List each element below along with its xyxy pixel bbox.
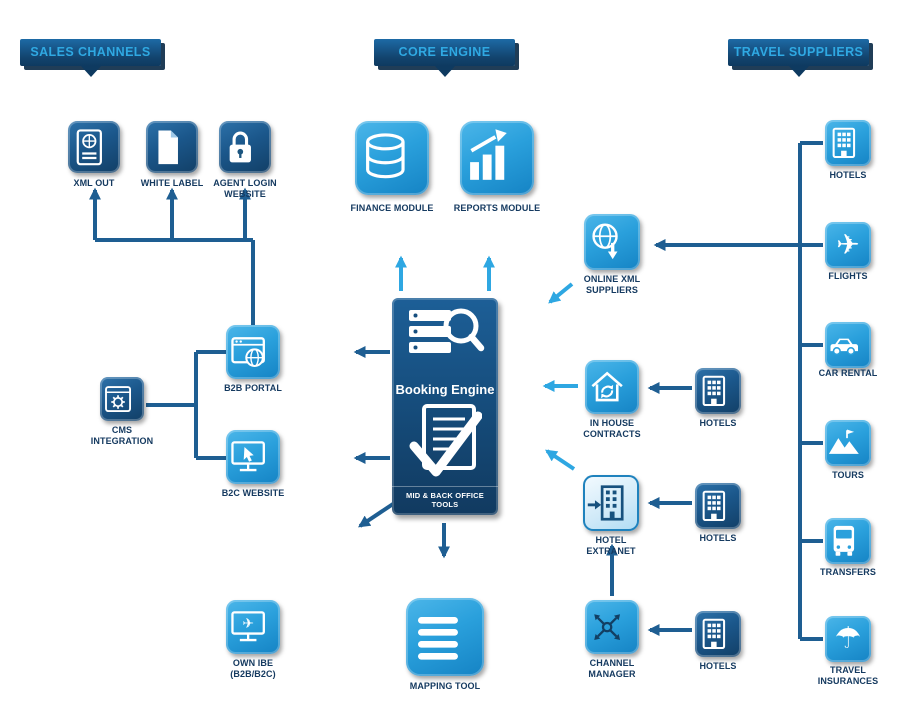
- server-search-icon: [409, 308, 485, 353]
- xml-out-node: [68, 121, 120, 173]
- mountains-flag-icon: [825, 424, 871, 462]
- distribution-node-icon: [585, 605, 639, 649]
- navy-connectors: [95, 141, 823, 641]
- white-label-node: [146, 121, 198, 173]
- building-entry-icon: [583, 480, 639, 526]
- bar-chart-arrow-icon: [460, 128, 534, 189]
- hotels-feed-center-label: HOTELS: [699, 533, 737, 543]
- b2c-website-label: B2C WEBSITE: [221, 488, 285, 498]
- onlinexml-to-engine-arrow: [548, 282, 574, 304]
- hotels-feed-top-label: HOTELS: [699, 418, 737, 428]
- supplier-insurances-label: TRAVEL INSURANCES: [817, 665, 879, 686]
- agent-login-node: [219, 121, 271, 173]
- cms-integration-node: [100, 377, 144, 421]
- hotel-building-icon: [825, 124, 871, 162]
- xml-out-label: XML OUT: [73, 178, 115, 188]
- supplier-transfers-label: TRANSFERS: [820, 567, 876, 577]
- engine-to-own-ibe-arrow: [358, 502, 395, 528]
- hotel-extranet-label: HOTEL EXTRANET: [586, 535, 636, 556]
- navy-arrows: [89, 187, 823, 636]
- database-coins-icon: [355, 128, 429, 189]
- finance-module-label: FINANCE MODULE: [350, 203, 434, 213]
- sales-channels-header: SALES CHANNELS: [20, 39, 161, 77]
- booking-engine-caption: MID & BACK OFFICE TOOLS: [392, 486, 498, 509]
- hotel-building-icon: [695, 372, 741, 410]
- booking-engine-title: Booking Engine: [395, 382, 495, 397]
- monitor-plane-icon: ✈: [226, 605, 280, 649]
- cms-integration-label: CMS INTEGRATION: [90, 425, 154, 446]
- reports-module-label: REPORTS MODULE: [453, 203, 541, 213]
- window-gear-icon: [100, 381, 144, 417]
- passport-document-icon: [68, 126, 120, 169]
- in-house-contracts-node: [585, 360, 639, 414]
- supplier-tours-label: TOURS: [832, 470, 864, 480]
- browser-globe-icon: [226, 330, 280, 374]
- bus-icon: [825, 522, 871, 560]
- online-xml-suppliers-node: [584, 214, 640, 270]
- supplier-hotels-label: HOTELS: [829, 170, 867, 180]
- finance-module-node: [355, 121, 429, 195]
- supplier-flights-label: FLIGHTS: [828, 271, 868, 281]
- in-house-contracts-label: IN HOUSE CONTRACTS: [583, 418, 641, 439]
- agent-login-label: AGENT LOGIN WEBSITE: [213, 178, 277, 199]
- supplier-insurances-node: ☂: [825, 616, 871, 662]
- hotels-feed-center-node: [695, 483, 741, 529]
- online-xml-suppliers-label: ONLINE XML SUPPLIERS: [583, 274, 641, 295]
- core-engine-header: CORE ENGINE: [374, 39, 515, 77]
- svg-text:✈: ✈: [242, 616, 254, 632]
- own-ibe-node: ✈: [226, 600, 280, 654]
- supplier-hotels-node: [825, 120, 871, 166]
- supplier-tours-node: [825, 420, 871, 466]
- checked-document-icon: [409, 404, 482, 477]
- hotels-feed-top-node: [695, 368, 741, 414]
- list-lines-icon: [406, 605, 484, 669]
- hotel-building-icon: [695, 615, 741, 653]
- supplier-flights-node: ✈: [825, 222, 871, 268]
- mapping-tool-label: MAPPING TOOL: [409, 681, 481, 691]
- blank-document-icon: [146, 126, 198, 169]
- car-icon: [825, 326, 871, 364]
- azure-arrows: [395, 255, 578, 471]
- mapping-tool-node: [406, 598, 484, 676]
- white-label-label: WHITE LABEL: [140, 178, 204, 188]
- house-refresh-icon: [585, 365, 639, 409]
- airplane-icon: ✈: [836, 228, 860, 261]
- supplier-car-rental-node: [825, 322, 871, 368]
- supplier-transfers-node: [825, 518, 871, 564]
- reports-module-node: [460, 121, 534, 195]
- hotels-feed-bottom-label: HOTELS: [699, 661, 737, 671]
- travel-suppliers-header: TRAVEL SUPPLIERS: [728, 39, 869, 77]
- globe-download-icon: [584, 219, 640, 265]
- umbrella-icon: ☂: [834, 621, 862, 656]
- hotels-feed-bottom-node: [695, 611, 741, 657]
- hotel-building-icon: [695, 487, 741, 525]
- b2b-portal-label: B2B PORTAL: [224, 383, 282, 393]
- supplier-car-rental-label: CAR RENTAL: [818, 368, 878, 378]
- monitor-cursor-icon: [226, 435, 280, 479]
- channel-manager-node: [585, 600, 639, 654]
- padlock-icon: [219, 126, 271, 169]
- channel-manager-label: CHANNEL MANAGER: [588, 658, 636, 679]
- booking-engine-node: Booking Engine MID & BACK OFFICE TOOLS: [392, 298, 498, 515]
- hotel-extranet-node: [583, 475, 639, 531]
- b2c-website-node: [226, 430, 280, 484]
- own-ibe-label: OWN IBE (B2B/B2C): [230, 658, 276, 679]
- extranet-to-engine-arrow: [545, 449, 576, 471]
- b2b-portal-node: [226, 325, 280, 379]
